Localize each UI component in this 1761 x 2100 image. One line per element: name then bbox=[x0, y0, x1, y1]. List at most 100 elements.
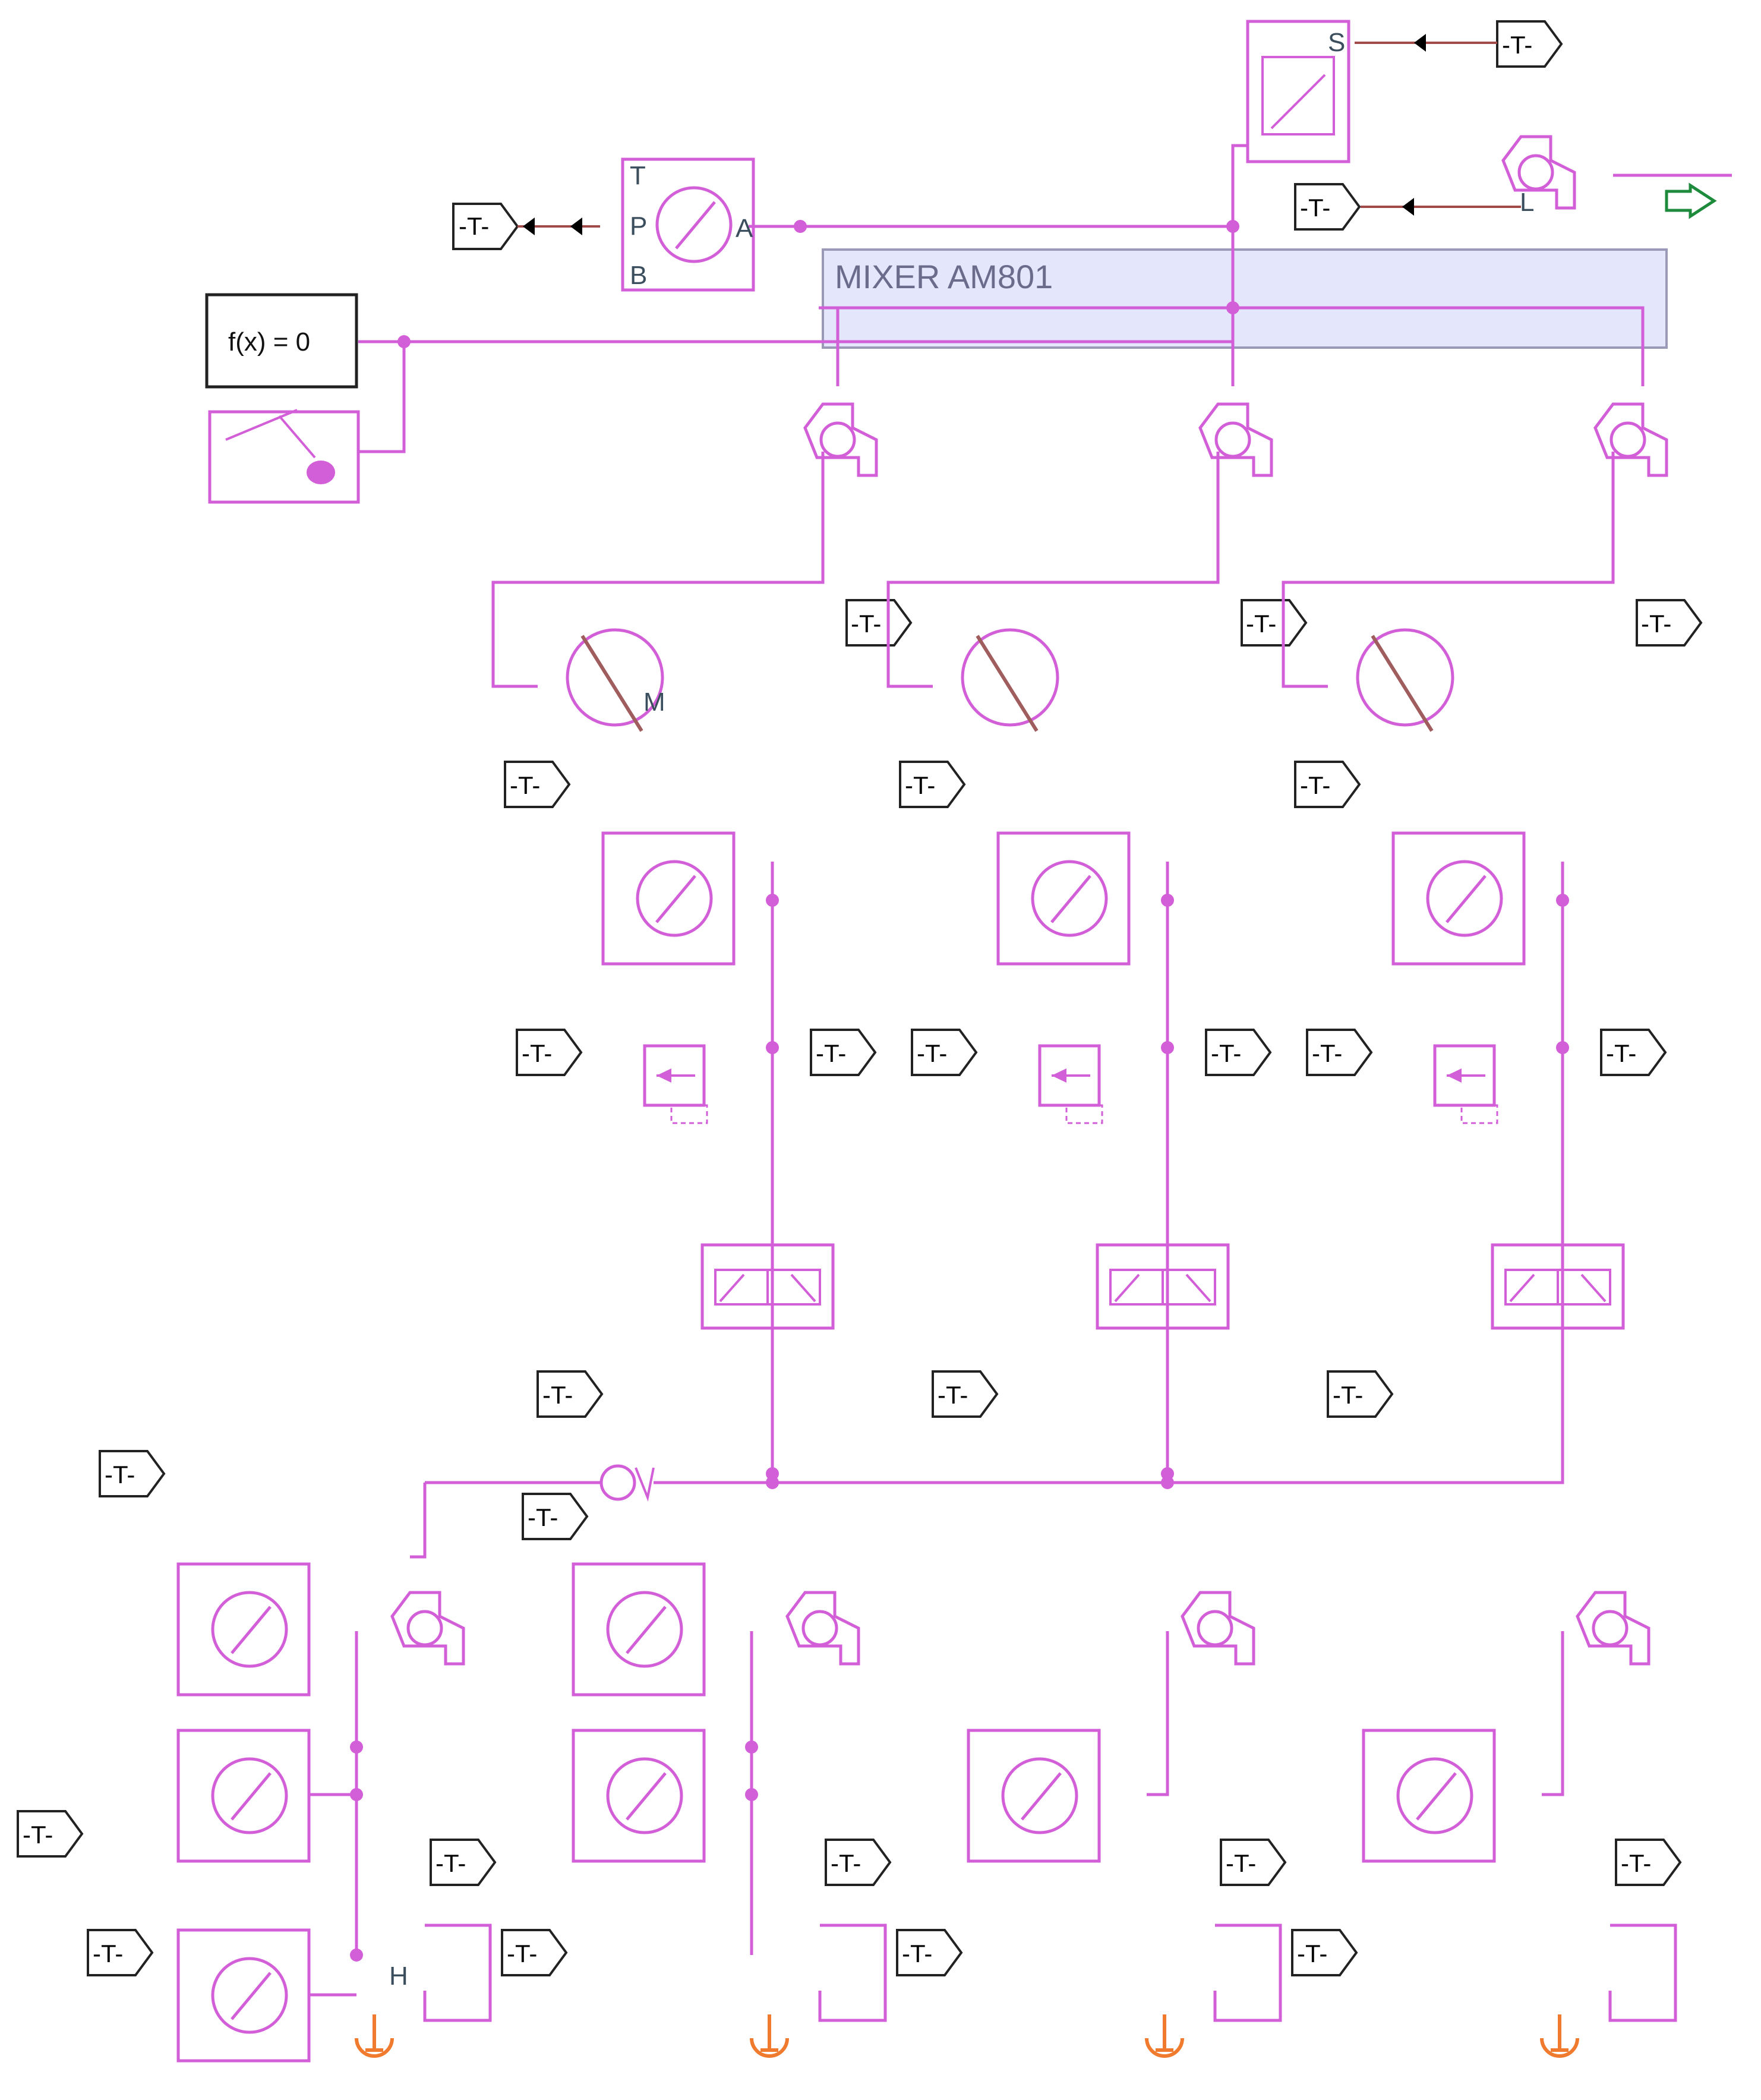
st2-shuttle[interactable] bbox=[787, 1593, 859, 1664]
col3-relief-valve[interactable] bbox=[1435, 1046, 1497, 1123]
st4-shuttle[interactable] bbox=[1577, 1593, 1649, 1664]
st3-tag-b[interactable]: -T- bbox=[1220, 1839, 1286, 1886]
output-port-arrow-icon bbox=[1665, 182, 1717, 219]
svg-text:-T-: -T- bbox=[507, 1940, 537, 1967]
col2-directional-valve[interactable] bbox=[1097, 1245, 1228, 1328]
reference-block[interactable] bbox=[208, 409, 360, 504]
main-directional-valve[interactable] bbox=[1246, 20, 1350, 163]
top-right-tag[interactable]: -T- bbox=[1496, 20, 1563, 68]
svg-text:-T-: -T- bbox=[1621, 1849, 1651, 1877]
port-label-m: M bbox=[643, 688, 665, 717]
col2-tag-3[interactable]: -T- bbox=[911, 1029, 977, 1076]
svg-text:-T-: -T- bbox=[528, 1503, 558, 1531]
st3-shuttle[interactable] bbox=[1182, 1593, 1254, 1664]
st1-tag-a[interactable]: -T- bbox=[99, 1450, 165, 1497]
svg-text:-T-: -T- bbox=[1606, 1039, 1636, 1067]
col1-tag-5[interactable]: -T- bbox=[536, 1370, 603, 1418]
col1-motor[interactable] bbox=[566, 628, 664, 732]
col1-tag-3[interactable]: -T- bbox=[516, 1029, 582, 1076]
port-label-p: P bbox=[630, 212, 647, 241]
st2-tag-b[interactable]: -T- bbox=[501, 1929, 567, 1976]
col3-tag-1[interactable]: -T- bbox=[1636, 599, 1702, 647]
col2-tag-1[interactable]: -T- bbox=[1241, 599, 1307, 647]
st2-tank[interactable] bbox=[820, 1925, 885, 2020]
col2-sensor[interactable] bbox=[998, 833, 1129, 964]
svg-text:-T-: -T- bbox=[522, 1039, 552, 1067]
port-label-a: A bbox=[736, 214, 753, 243]
col1-tag-2[interactable]: -T- bbox=[504, 761, 570, 808]
col3-tag-2[interactable]: -T- bbox=[1294, 761, 1361, 808]
st4-tag-b[interactable]: -T- bbox=[1615, 1839, 1681, 1886]
col2-motor[interactable] bbox=[961, 628, 1059, 732]
column-1: -T- -T- -T- -T- -T- bbox=[491, 404, 912, 1480]
svg-text:-T-: -T- bbox=[93, 1940, 123, 1967]
col3-motor[interactable] bbox=[1356, 628, 1454, 732]
svg-text:-T-: -T- bbox=[902, 1940, 932, 1967]
col3-sensor[interactable] bbox=[1393, 833, 1524, 964]
st2-tag-c[interactable]: -T- bbox=[825, 1839, 891, 1886]
col2-tag-5[interactable]: -T- bbox=[932, 1370, 998, 1418]
st2-sensor-1[interactable] bbox=[573, 1564, 704, 1695]
solver-label: f(x) = 0 bbox=[228, 327, 310, 357]
st1-tag-d[interactable]: -T- bbox=[430, 1839, 496, 1886]
st4-sensor[interactable] bbox=[1364, 1730, 1494, 1861]
col3-shuttle[interactable] bbox=[1595, 404, 1667, 475]
svg-text:-T-: -T- bbox=[938, 1381, 968, 1409]
svg-text:-T-: -T- bbox=[435, 1849, 466, 1877]
st3-tag-a[interactable]: -T- bbox=[896, 1929, 962, 1976]
col3-directional-valve[interactable] bbox=[1492, 1245, 1623, 1328]
st1-shuttle[interactable] bbox=[392, 1593, 463, 1664]
top-tag-left[interactable]: -T- bbox=[452, 203, 519, 250]
col2-shuttle[interactable] bbox=[1200, 404, 1271, 475]
svg-text:-T-: -T- bbox=[1300, 194, 1330, 222]
svg-text:-T-: -T- bbox=[105, 1461, 135, 1489]
svg-text:-T-: -T- bbox=[23, 1821, 53, 1849]
mixer-area-annotation[interactable]: MIXER AM801 bbox=[822, 248, 1668, 349]
col1-directional-valve[interactable] bbox=[702, 1245, 833, 1328]
col2-tag-4[interactable]: -T- bbox=[1205, 1029, 1271, 1076]
col1-tag-4[interactable]: -T- bbox=[810, 1029, 876, 1076]
st4-tank[interactable] bbox=[1610, 1925, 1675, 2020]
port-label-b: B bbox=[630, 261, 647, 290]
outlet-tag[interactable]: -T- bbox=[1294, 183, 1361, 231]
col2-relief-valve[interactable] bbox=[1040, 1046, 1102, 1123]
st1-tank[interactable] bbox=[425, 1925, 490, 2020]
col1-sensor[interactable] bbox=[603, 833, 734, 964]
col1-tag-1[interactable]: -T- bbox=[845, 599, 912, 647]
svg-text:-T-: -T- bbox=[542, 1381, 573, 1409]
port-label-l: L bbox=[1520, 188, 1534, 217]
st1-sensor-1[interactable] bbox=[178, 1564, 309, 1695]
st2-sensor-2[interactable] bbox=[573, 1730, 704, 1861]
svg-text:-T-: -T- bbox=[831, 1849, 861, 1877]
station-2: -T- -T- -T- bbox=[501, 1493, 891, 2056]
st1-tag-b[interactable]: -T- bbox=[87, 1929, 153, 1976]
svg-text:-T-: -T- bbox=[1211, 1039, 1241, 1067]
st3-sensor[interactable] bbox=[968, 1730, 1099, 1861]
st1-sensor-3[interactable] bbox=[178, 1930, 309, 2061]
st4-ground-icon bbox=[1542, 2014, 1577, 2056]
station-4: -T- -T- bbox=[1291, 1593, 1681, 2056]
st2-tag-a[interactable]: -T- bbox=[522, 1493, 588, 1540]
col1-relief-valve[interactable] bbox=[645, 1046, 707, 1123]
station-3: -T- -T- bbox=[896, 1593, 1286, 2056]
svg-text:-T-: -T- bbox=[816, 1039, 846, 1067]
col3-tag-4[interactable]: -T- bbox=[1600, 1029, 1667, 1076]
st4-tag-a[interactable]: -T- bbox=[1291, 1929, 1358, 1976]
mixer-area-label: MIXER AM801 bbox=[835, 258, 1053, 295]
st1-sensor-2[interactable] bbox=[178, 1730, 309, 1861]
col2-tag-2[interactable]: -T- bbox=[899, 761, 965, 808]
col3-tag-3[interactable]: -T- bbox=[1306, 1029, 1372, 1076]
svg-text:-T-: -T- bbox=[1300, 771, 1330, 799]
svg-text:-T-: -T- bbox=[1641, 610, 1671, 638]
col1-shuttle[interactable] bbox=[805, 404, 876, 475]
st1-tag-c[interactable]: -T- bbox=[17, 1810, 83, 1858]
st3-tank[interactable] bbox=[1215, 1925, 1280, 2020]
outlet-shuttle-valve[interactable] bbox=[1503, 137, 1574, 208]
col3-tag-5[interactable]: -T- bbox=[1327, 1370, 1393, 1418]
svg-text:-T-: -T- bbox=[1502, 31, 1532, 59]
return-check-valve[interactable] bbox=[599, 1464, 655, 1502]
svg-text:-T-: -T- bbox=[917, 1039, 947, 1067]
solver-configuration-block[interactable]: f(x) = 0 bbox=[205, 293, 358, 389]
station-1: -T- -T- -T- -T- bbox=[17, 1450, 496, 2061]
